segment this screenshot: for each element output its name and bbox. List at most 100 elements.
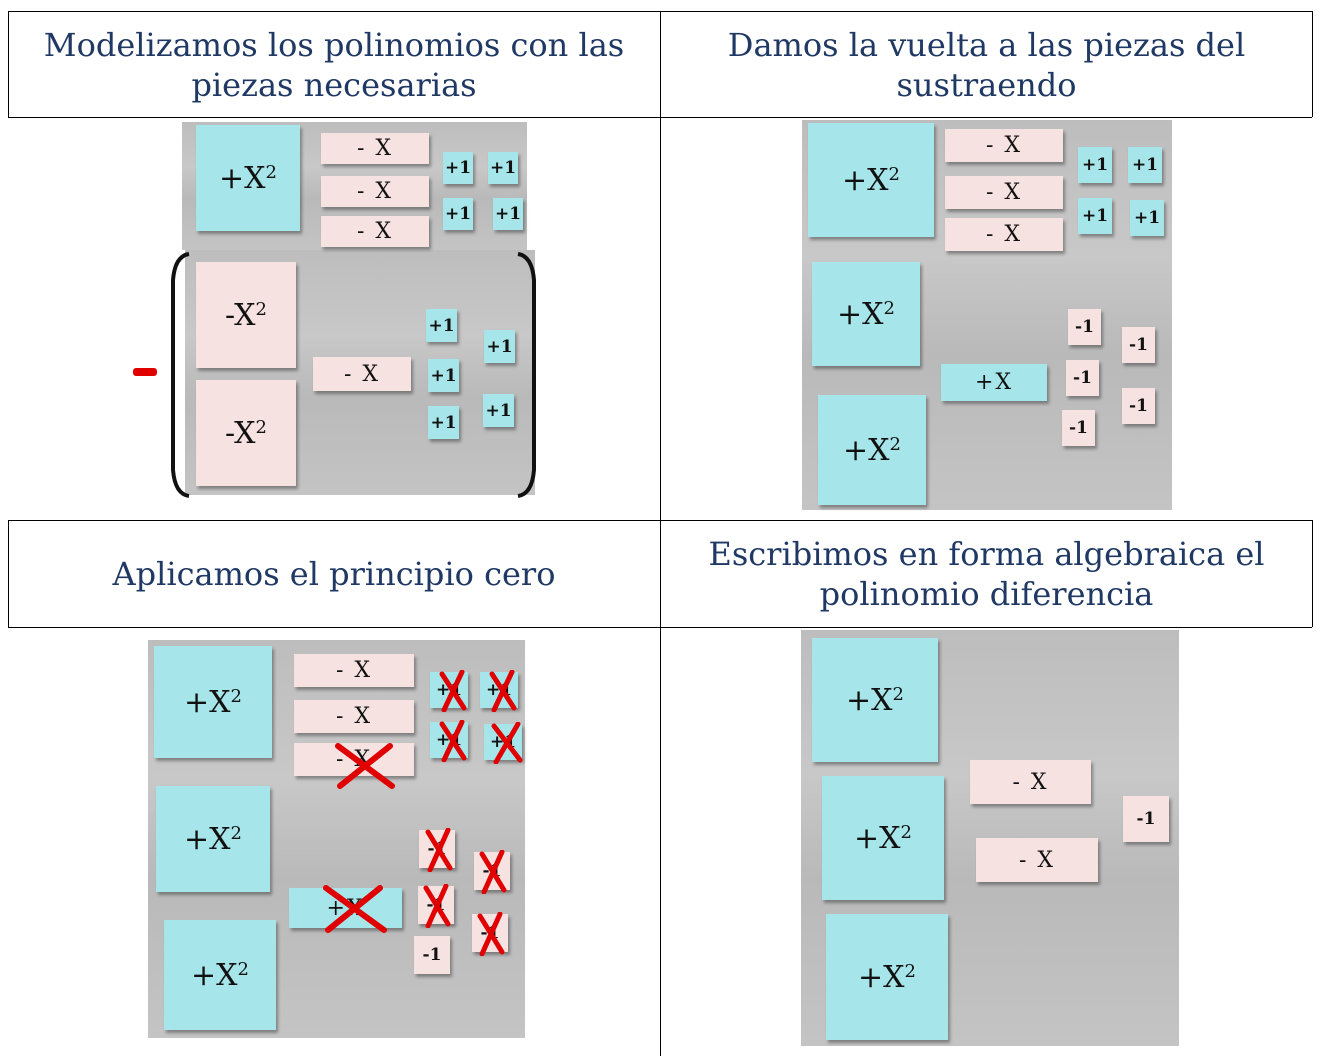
tile-label: +X bbox=[842, 162, 889, 198]
panel2-tile-pos-x: +X bbox=[941, 364, 1047, 401]
tile-label: - X bbox=[335, 658, 373, 683]
tile-label: +X bbox=[846, 682, 893, 718]
panel1-tile-neg-x-2: - X bbox=[321, 176, 429, 207]
tile-label: +1 bbox=[489, 732, 517, 752]
tile-label: -1 bbox=[1075, 317, 1094, 337]
header-step-3-text: Aplicamos el principio cero bbox=[112, 555, 556, 593]
tile-label: -1 bbox=[1073, 368, 1092, 388]
panel3-tile-neg-1-c: -1 bbox=[418, 886, 454, 924]
right-bracket bbox=[517, 252, 536, 498]
tile-label: +X bbox=[191, 957, 238, 993]
panel1-tile-pos-1-i: +1 bbox=[483, 394, 514, 427]
tile-label: +1 bbox=[435, 730, 463, 750]
tile-label: - X bbox=[343, 361, 381, 387]
panel2-tile-neg-x-1: - X bbox=[945, 129, 1063, 162]
tile-label: -1 bbox=[1129, 396, 1148, 416]
tile-label: -1 bbox=[422, 945, 442, 965]
tile-label: +X bbox=[854, 820, 901, 856]
panel3-tile-neg-x-1: - X bbox=[294, 654, 414, 687]
tile-label: -1 bbox=[1136, 809, 1156, 829]
tile-label: +1 bbox=[1131, 155, 1159, 175]
tile-label: -1 bbox=[1129, 335, 1148, 355]
header-step-2: Damos la vuelta a las piezas del sustrae… bbox=[661, 12, 1312, 117]
panel1-tile-pos-1-e: +1 bbox=[426, 309, 457, 342]
panel2-tile-neg-x-3: - X bbox=[945, 218, 1063, 251]
tile-exponent: 2 bbox=[889, 433, 901, 455]
tile-exponent: 2 bbox=[255, 416, 267, 438]
panel3-tile-pos-1-a: +1 bbox=[430, 672, 468, 708]
tile-label: - X bbox=[335, 747, 373, 772]
tile-label: +1 bbox=[485, 680, 513, 700]
tile-label: - X bbox=[356, 179, 394, 204]
table-left-border-top bbox=[8, 11, 9, 117]
tile-label: - X bbox=[356, 136, 394, 161]
tile-label: - X bbox=[1018, 847, 1056, 873]
panel1-tile-neg-x-3: - X bbox=[321, 216, 429, 247]
tile-label: -1 bbox=[427, 839, 447, 859]
tile-label: - X bbox=[985, 222, 1023, 247]
table-left-border-mid bbox=[8, 520, 9, 627]
panel4-tile-neg-1: -1 bbox=[1123, 796, 1169, 842]
panel2-tile-neg-1-c: -1 bbox=[1066, 360, 1099, 396]
panel2-tile-pos-1-a: +1 bbox=[1078, 147, 1112, 183]
table-right-border-top bbox=[1312, 11, 1313, 117]
panel3-tile-neg-x-2: - X bbox=[294, 700, 414, 733]
panel3-tile-neg-1-e: -1 bbox=[414, 936, 450, 974]
tile-exponent: 2 bbox=[230, 822, 242, 844]
tile-label: - X bbox=[356, 219, 394, 244]
panel2-tile-neg-1-b: -1 bbox=[1122, 327, 1155, 363]
panel3-tile-neg-x-3: - X bbox=[294, 743, 414, 776]
panel2-tile-pos-1-d: +1 bbox=[1130, 200, 1164, 236]
panel3-tile-pos-1-d: +1 bbox=[484, 724, 522, 760]
tile-label: +1 bbox=[430, 412, 457, 433]
panel1-tile-pos-1-f: +1 bbox=[484, 330, 515, 363]
tile-label: -1 bbox=[480, 923, 500, 943]
tile-label: -1 bbox=[426, 895, 446, 915]
panel1-tile-pos-1-a: +1 bbox=[443, 152, 473, 184]
header-step-1: Modelizamos los polinomios con las pieza… bbox=[8, 12, 660, 117]
tile-label: - X bbox=[335, 704, 373, 729]
header-step-4-text: Escribimos en forma algebraica el polino… bbox=[708, 535, 1265, 613]
tile-label: +X bbox=[184, 821, 231, 857]
tile-label: +1 bbox=[444, 204, 472, 224]
tile-exponent: 2 bbox=[230, 685, 242, 707]
tile-label: +1 bbox=[486, 336, 513, 357]
tile-exponent: 2 bbox=[888, 163, 900, 185]
tile-exponent: 2 bbox=[883, 297, 895, 319]
panel1-tile-pos-1-b: +1 bbox=[488, 152, 518, 184]
table-right-border-mid bbox=[1312, 520, 1313, 627]
header-step-4: Escribimos en forma algebraica el polino… bbox=[661, 521, 1312, 627]
tile-label: -1 bbox=[482, 861, 502, 881]
header-step-1-text: Modelizamos los polinomios con las pieza… bbox=[43, 25, 625, 104]
tile-label: -X bbox=[225, 297, 256, 333]
panel1-tile-neg-x-4: - X bbox=[313, 357, 411, 391]
panel3-tile-pos-1-b: +1 bbox=[480, 672, 518, 708]
tile-exponent: 2 bbox=[255, 298, 267, 320]
panel1-tile-pos-1-h: +1 bbox=[428, 406, 459, 439]
tile-label: -X bbox=[225, 415, 256, 451]
tile-label: +X bbox=[326, 895, 365, 921]
tile-label: - X bbox=[985, 180, 1023, 205]
tile-label: - X bbox=[1012, 769, 1049, 795]
panel1-tile-pos-1-g: +1 bbox=[428, 359, 459, 392]
tile-label: +X bbox=[858, 959, 905, 995]
left-bracket bbox=[171, 252, 190, 498]
panel1-tile-neg-x-1: - X bbox=[321, 133, 429, 164]
tile-label: +X bbox=[974, 370, 1014, 395]
panel3-tile-neg-1-d: -1 bbox=[472, 914, 508, 952]
header-step-3: Aplicamos el principio cero bbox=[8, 521, 660, 627]
tile-label: - X bbox=[985, 133, 1023, 158]
tile-exponent: 2 bbox=[900, 821, 912, 843]
panel3-tile-neg-1-b: -1 bbox=[474, 852, 510, 890]
panel2-tile-pos-1-b: +1 bbox=[1128, 147, 1162, 183]
tile-label: +1 bbox=[485, 400, 512, 421]
tile-label: +1 bbox=[1081, 206, 1109, 226]
header-step-2-text: Damos la vuelta a las piezas del sustrae… bbox=[727, 25, 1246, 104]
panel4-tile-neg-x-1: - X bbox=[970, 760, 1091, 804]
